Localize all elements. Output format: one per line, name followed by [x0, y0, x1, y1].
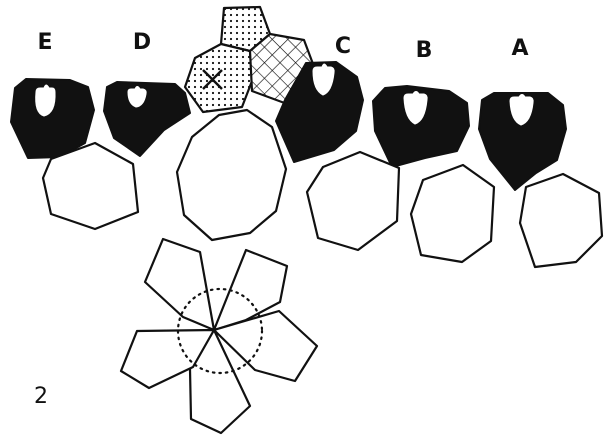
outline-hexagon-a [520, 174, 602, 267]
black-shield-d [104, 82, 190, 156]
outline-hexagon-e [43, 143, 138, 229]
black-shield-a [479, 93, 566, 190]
label-a: A [511, 36, 528, 61]
figure-number: 2 [34, 384, 48, 409]
label-b: B [416, 38, 433, 63]
black-shield-e [11, 79, 94, 158]
dotted-polygon-crossed [185, 44, 252, 112]
rosette-petal-upper-left [145, 239, 214, 330]
label-c: C [335, 34, 351, 59]
pentagon-rosette [121, 239, 317, 433]
label-d: D [133, 30, 151, 55]
large-outline-polygon [177, 110, 286, 240]
black-shield-b [373, 86, 469, 167]
outline-hexagon-b [411, 165, 494, 262]
label-e: E [37, 30, 52, 55]
outline-hexagon-c [307, 152, 399, 250]
